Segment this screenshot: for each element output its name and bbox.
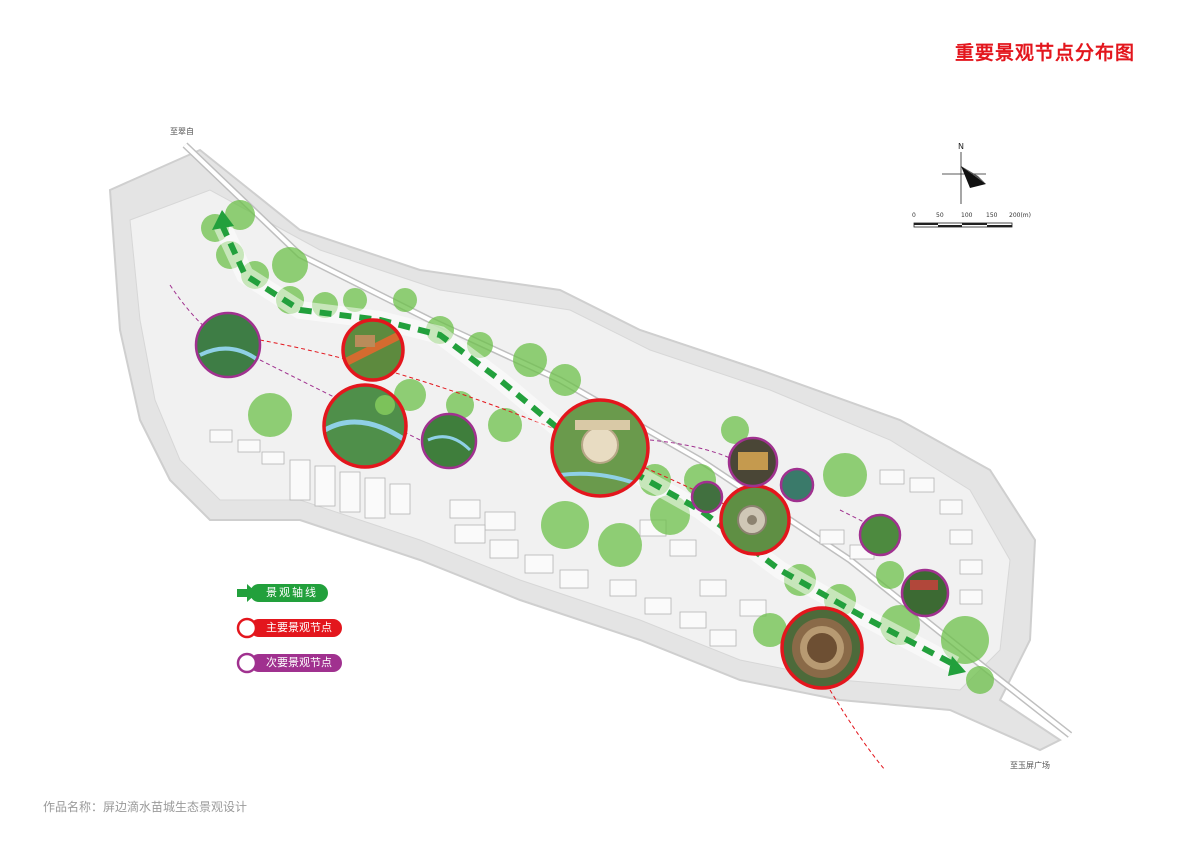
scale-tick-label: 0 — [912, 212, 916, 219]
green-arrow-icon — [237, 584, 257, 602]
map-title: 重要景观节点分布图 — [955, 42, 1136, 64]
scale-tick-label: 50 — [936, 212, 944, 219]
legend-label-axis: 景观轴线 — [250, 584, 328, 602]
red-circle-icon — [236, 617, 258, 639]
north-label: N — [958, 142, 964, 151]
landscape-axis — [212, 210, 966, 676]
north-arrow: N — [940, 140, 996, 210]
secondary-landscape-nodes — [194, 311, 950, 618]
legend-label-main-node: 主要景观节点 — [250, 619, 342, 637]
map-legend: 景观轴线 主要景观节点 次要景观节点 — [236, 582, 356, 687]
secondary-node — [194, 311, 262, 379]
legend-item-main-node: 主要景观节点 — [236, 617, 356, 639]
main-node — [341, 318, 405, 382]
legend-label-secondary-node: 次要景观节点 — [250, 654, 342, 672]
main-node — [780, 606, 864, 690]
legend-item-axis: 景观轴线 — [236, 582, 356, 604]
compass-icon: N — [942, 142, 986, 204]
main-landscape-nodes — [322, 318, 864, 690]
place-label-south: 至玉屏广场 — [1010, 761, 1050, 770]
place-label-north: 至翠自 — [170, 127, 194, 136]
main-node — [322, 383, 408, 469]
secondary-node — [900, 568, 950, 618]
scale-tick-label: 100 — [961, 212, 973, 219]
scale-tick-label: 150 — [986, 212, 998, 219]
purple-circle-icon — [236, 652, 258, 674]
scale-tick-label: 200(m) — [1009, 212, 1031, 219]
building-blocks — [209, 429, 983, 647]
legend-item-secondary-node: 次要景观节点 — [236, 652, 356, 674]
scale-bar-graphic — [913, 222, 1013, 228]
scale-tick-labels: 0 50 100 150 200(m) — [912, 212, 1042, 222]
main-node — [550, 398, 650, 498]
secondary-node — [858, 513, 902, 557]
main-node — [719, 484, 791, 556]
secondary-node — [727, 436, 779, 488]
project-name: 作品名称：屏边滴水苗城生态景观设计 — [43, 800, 248, 814]
secondary-node — [779, 467, 815, 503]
secondary-node — [690, 480, 724, 514]
secondary-node — [420, 412, 478, 470]
